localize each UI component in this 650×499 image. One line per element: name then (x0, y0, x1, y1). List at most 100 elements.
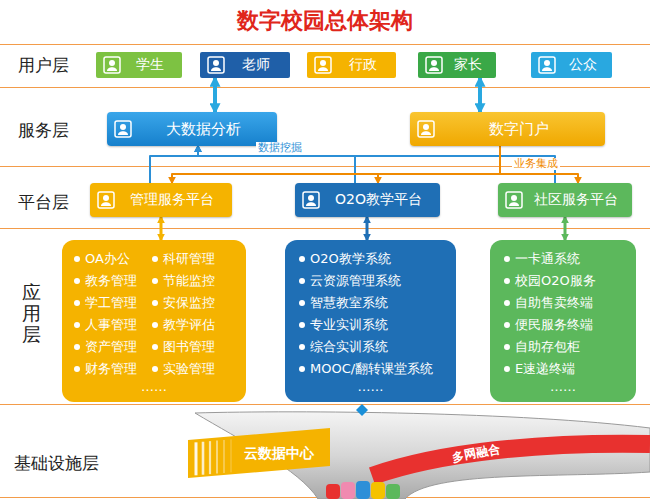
node-text: 行政 (349, 56, 377, 74)
node-icon (103, 56, 121, 74)
datacenter-tag: 云数据中心 (188, 428, 330, 478)
list-item: 云资源管理系统 (310, 272, 401, 290)
list-item: E速递终端 (515, 360, 575, 378)
bullet (504, 344, 510, 350)
list-item: …… (550, 378, 576, 396)
connector (378, 146, 500, 183)
node-text: 云数据中心 (244, 444, 314, 462)
icon-frame (303, 192, 319, 208)
list-row: 实验管理 (152, 360, 215, 378)
node-icon (505, 191, 523, 209)
bullet (299, 300, 305, 306)
list-row: …… (490, 378, 636, 396)
list-row: …… (62, 378, 246, 396)
datacenter-stripe (202, 442, 205, 475)
list-item: 自助售卖终端 (515, 294, 593, 312)
list-item: 财务管理 (85, 360, 137, 378)
connector (150, 146, 198, 183)
bullet (152, 256, 158, 262)
list-row: 校园O2O服务 (504, 272, 596, 290)
connector (198, 146, 555, 183)
layer-name: 基础设施层 (14, 452, 99, 475)
node-icon (417, 120, 435, 138)
connector (160, 217, 163, 240)
node-icon (207, 56, 225, 74)
list-item: …… (358, 378, 384, 396)
connector (564, 217, 567, 240)
bullet (299, 256, 305, 262)
bullet (299, 344, 305, 350)
list-row: 便民服务终端 (504, 316, 593, 334)
icon-body (542, 67, 552, 71)
link-diamond (356, 404, 368, 416)
connector (478, 78, 482, 112)
edge-label: 业务集成 (512, 158, 560, 170)
icon-body (118, 131, 128, 135)
node-text: 学生 (136, 56, 164, 74)
icon-head (423, 124, 429, 130)
list-row: 云资源管理系统 (299, 272, 401, 290)
user-box: 学生 (96, 52, 182, 78)
platform-box: 社区服务平台 (498, 183, 632, 217)
list-item: MOOC/翻转课堂系统 (310, 360, 433, 378)
application-box: OA办公科研管理教务管理节能监控学工管理安保监控人事管理教学评估资产管理图书管理… (62, 240, 246, 402)
list-item: O2O教学系统 (310, 250, 391, 268)
wire-ends (326, 481, 400, 499)
bullet (74, 344, 80, 350)
list-item: 综合实训系统 (310, 338, 388, 356)
datacenter-stripe (223, 440, 224, 473)
platform-box: 管理服务平台 (90, 183, 232, 217)
icon-body (107, 67, 117, 71)
bullet (74, 256, 80, 262)
list-row: 资产管理 (74, 338, 137, 356)
node-text: O2O教学平台 (335, 191, 422, 209)
node-icon (425, 56, 443, 74)
bullet (504, 366, 510, 372)
icon-frame (208, 57, 224, 73)
bullet (504, 278, 510, 284)
platform-box: O2O教学平台 (295, 183, 440, 217)
layer-name: 服务层 (18, 119, 69, 142)
list-item: 学工管理 (85, 294, 137, 312)
bullet (152, 300, 158, 306)
edge-label: 数据挖掘 (256, 142, 304, 154)
icon-head (109, 60, 115, 66)
list-row: O2O教学系统 (299, 250, 391, 268)
list-row: OA办公 (74, 250, 130, 268)
cable-stripe (372, 444, 650, 476)
icon-body (421, 131, 431, 135)
icon-body (509, 202, 519, 206)
list-item: 资产管理 (85, 338, 137, 356)
list-row: 学工管理 (74, 294, 137, 312)
connector (213, 78, 217, 112)
list-item: 自助存包柜 (515, 338, 580, 356)
icon-frame (98, 192, 114, 208)
list-item: 一卡通系统 (515, 250, 580, 268)
list-row: 专业实训系统 (299, 316, 388, 334)
datacenter-fill (188, 428, 330, 478)
bullet (152, 366, 158, 372)
bullet (152, 322, 158, 328)
list-row: 节能监控 (152, 272, 215, 290)
icon-body (211, 67, 221, 71)
datacenter-stripe (216, 441, 218, 474)
diagram-title: 数字校园总体架构 (0, 6, 650, 36)
node-icon (114, 120, 132, 138)
icon-body (429, 67, 439, 71)
datacenter-stripe (231, 439, 232, 472)
list-row: …… (285, 378, 456, 396)
node-text: 公众 (569, 56, 597, 74)
service-box: 大数据分析 (107, 112, 277, 146)
list-item: 智慧教室系统 (310, 294, 388, 312)
node-icon (302, 191, 320, 209)
list-row: 图书管理 (152, 338, 215, 356)
bullet (74, 366, 80, 372)
list-item: 教学评估 (163, 316, 215, 334)
bullet (299, 322, 305, 328)
list-item: 教务管理 (85, 272, 137, 290)
bullet (504, 256, 510, 262)
list-row: 教务管理 (74, 272, 137, 290)
node-icon (97, 191, 115, 209)
icon-frame (426, 57, 442, 73)
icon-body (318, 67, 328, 71)
